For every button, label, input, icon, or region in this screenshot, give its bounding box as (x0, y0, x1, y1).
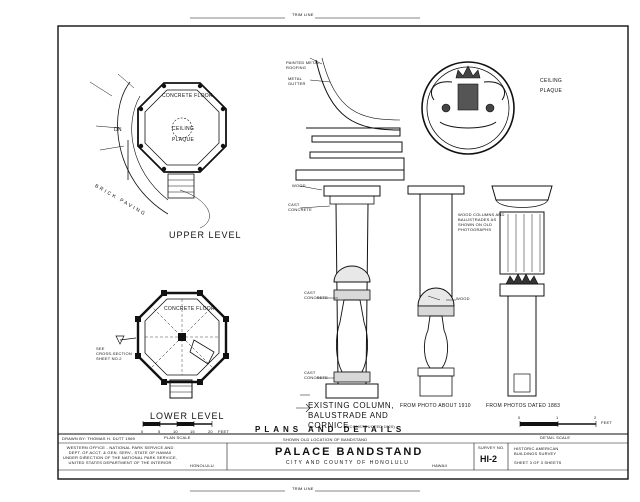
lower-stair (169, 379, 193, 399)
trim-line-label-top: TRIM LINE (292, 12, 314, 17)
detail-scale-tick-1: 1 (556, 415, 559, 420)
plaque-shield (457, 83, 479, 111)
lower-level-title: LOWER LEVEL (150, 411, 225, 421)
photo1910-wood-note: WOOD (456, 296, 470, 301)
trim-line-label-bottom: TRIM LINE (292, 486, 314, 491)
detail-scale-label: DETAIL SCALE (540, 435, 571, 440)
detail-scale-tick-0: 0 (518, 415, 521, 420)
metal-gutter-note: METAL GUTTER (288, 76, 306, 86)
lower-section-mark (115, 335, 137, 345)
wood-columns-note: WOOD COLUMNS AND BALUSTRADES AS SHOWN ON… (458, 212, 505, 232)
photo1883-capital (491, 185, 553, 201)
sheet-title: PLANS AND DETAILS (255, 425, 406, 434)
baluster-cap (333, 265, 371, 283)
photo1883-shaft (499, 211, 545, 275)
plan-scale-tick-15: 15 (190, 429, 195, 434)
agency-block: WESTERN OFFICE - NATIONAL PARK SERVICE A… (63, 445, 178, 465)
photo1910-shaft (419, 194, 453, 306)
plaque-ribbon (439, 121, 497, 129)
upper-ceiling-plaque-label: CEILING PLAQUE (172, 126, 195, 143)
dn-label: DN (114, 127, 122, 133)
plan-scale-tick-10: 10 (173, 429, 178, 434)
wood-note: WOOD (292, 183, 306, 188)
upper-level-title: UPPER LEVEL (169, 230, 242, 240)
detail-scale-unit: FEET (601, 420, 613, 425)
photo1910-cap (417, 287, 455, 307)
detail-scale-tick-2: 2 (594, 415, 597, 420)
lower-concrete-floor-label: CONCRETE FLOOR (164, 306, 215, 312)
photo1883-crown (505, 273, 539, 285)
cast-concrete-note-low: CAST CONCRETE (304, 370, 329, 380)
photo1883-pedestal (507, 295, 537, 397)
photo1910-capital (407, 185, 465, 195)
column-capital (323, 185, 381, 197)
survey-name: HISTORIC AMERICAN BUILDINGS SURVEY (514, 446, 559, 456)
city-label: HONOLULU (190, 463, 214, 468)
column-base (325, 383, 379, 399)
baluster (335, 299, 369, 373)
lower-octagon-inner (144, 298, 220, 376)
sheet-of: SHEET 3 OF 3 SHEETS (514, 460, 562, 465)
upper-octagon-inner (144, 89, 220, 166)
upper-octagon-outer (137, 82, 227, 173)
photo1883-caption: FROM PHOTOS DATED 1883 (486, 403, 561, 409)
ceiling-plaque-title: CEILING PLAQUE (540, 78, 563, 94)
upper-ceiling-plaque-outline (171, 117, 193, 139)
lower-side-room (189, 339, 215, 365)
see-cross-section-note: SEE CROSS-SECTION SHEET NO.2 (96, 346, 132, 361)
project-name: PALACE BANDSTAND (275, 446, 424, 458)
sheet-border (57, 25, 629, 480)
survey-label: SURVEY NO. (478, 445, 505, 450)
existing-column-caption-3: CORNICE (308, 421, 350, 430)
painted-metal-roofing-note: PAINTED METAL ROOFING (286, 60, 320, 70)
existing-column-caption-2: BALUSTRADE AND (308, 411, 389, 420)
cornice-profile (300, 127, 405, 171)
plan-scale-unit: FEET (218, 429, 230, 434)
project-location: CITY AND COUNTY OF HONOLULU (286, 460, 410, 466)
plaque-crown (455, 65, 481, 79)
walk-lines (89, 73, 135, 151)
roof-slope (315, 59, 401, 131)
cast-concrete-note-mid: CAST CONCRETE (304, 290, 329, 300)
photo1910-baluster (423, 315, 449, 369)
header-note: SHOWN OLD LOCATION OF BANDSTAND (283, 437, 368, 442)
upper-concrete-floor-label: CONCRETE FLOOR (162, 93, 213, 99)
photo1910-caption: FROM PHOTO ABOUT 1910 (400, 403, 471, 409)
existing-column-caption-note: (CONSTRUCTED 1920) (348, 424, 395, 429)
cast-concrete-note-top: CAST CONCRETE (288, 202, 313, 212)
plan-scale-tick-20: 20 (208, 429, 213, 434)
brick-paving-inner (131, 95, 169, 201)
drawn-by: DRAWN BY: THOMAS H. DUTT 1969 (62, 436, 136, 441)
curved-walk (179, 189, 210, 229)
existing-column-caption-1: EXISTING COLUMN, (308, 401, 395, 410)
survey-number: HI-2 (480, 454, 498, 464)
cornice-fascia (295, 169, 405, 181)
plan-scale-label: PLAN SCALE (164, 435, 191, 440)
plan-scale-tick-5: 5 (158, 429, 161, 434)
brick-paving-outer (117, 81, 169, 215)
state-label: HAWAII (432, 463, 448, 468)
ceiling-plaque-outer (421, 61, 515, 155)
plan-scale-tick-0: 0 (141, 429, 144, 434)
